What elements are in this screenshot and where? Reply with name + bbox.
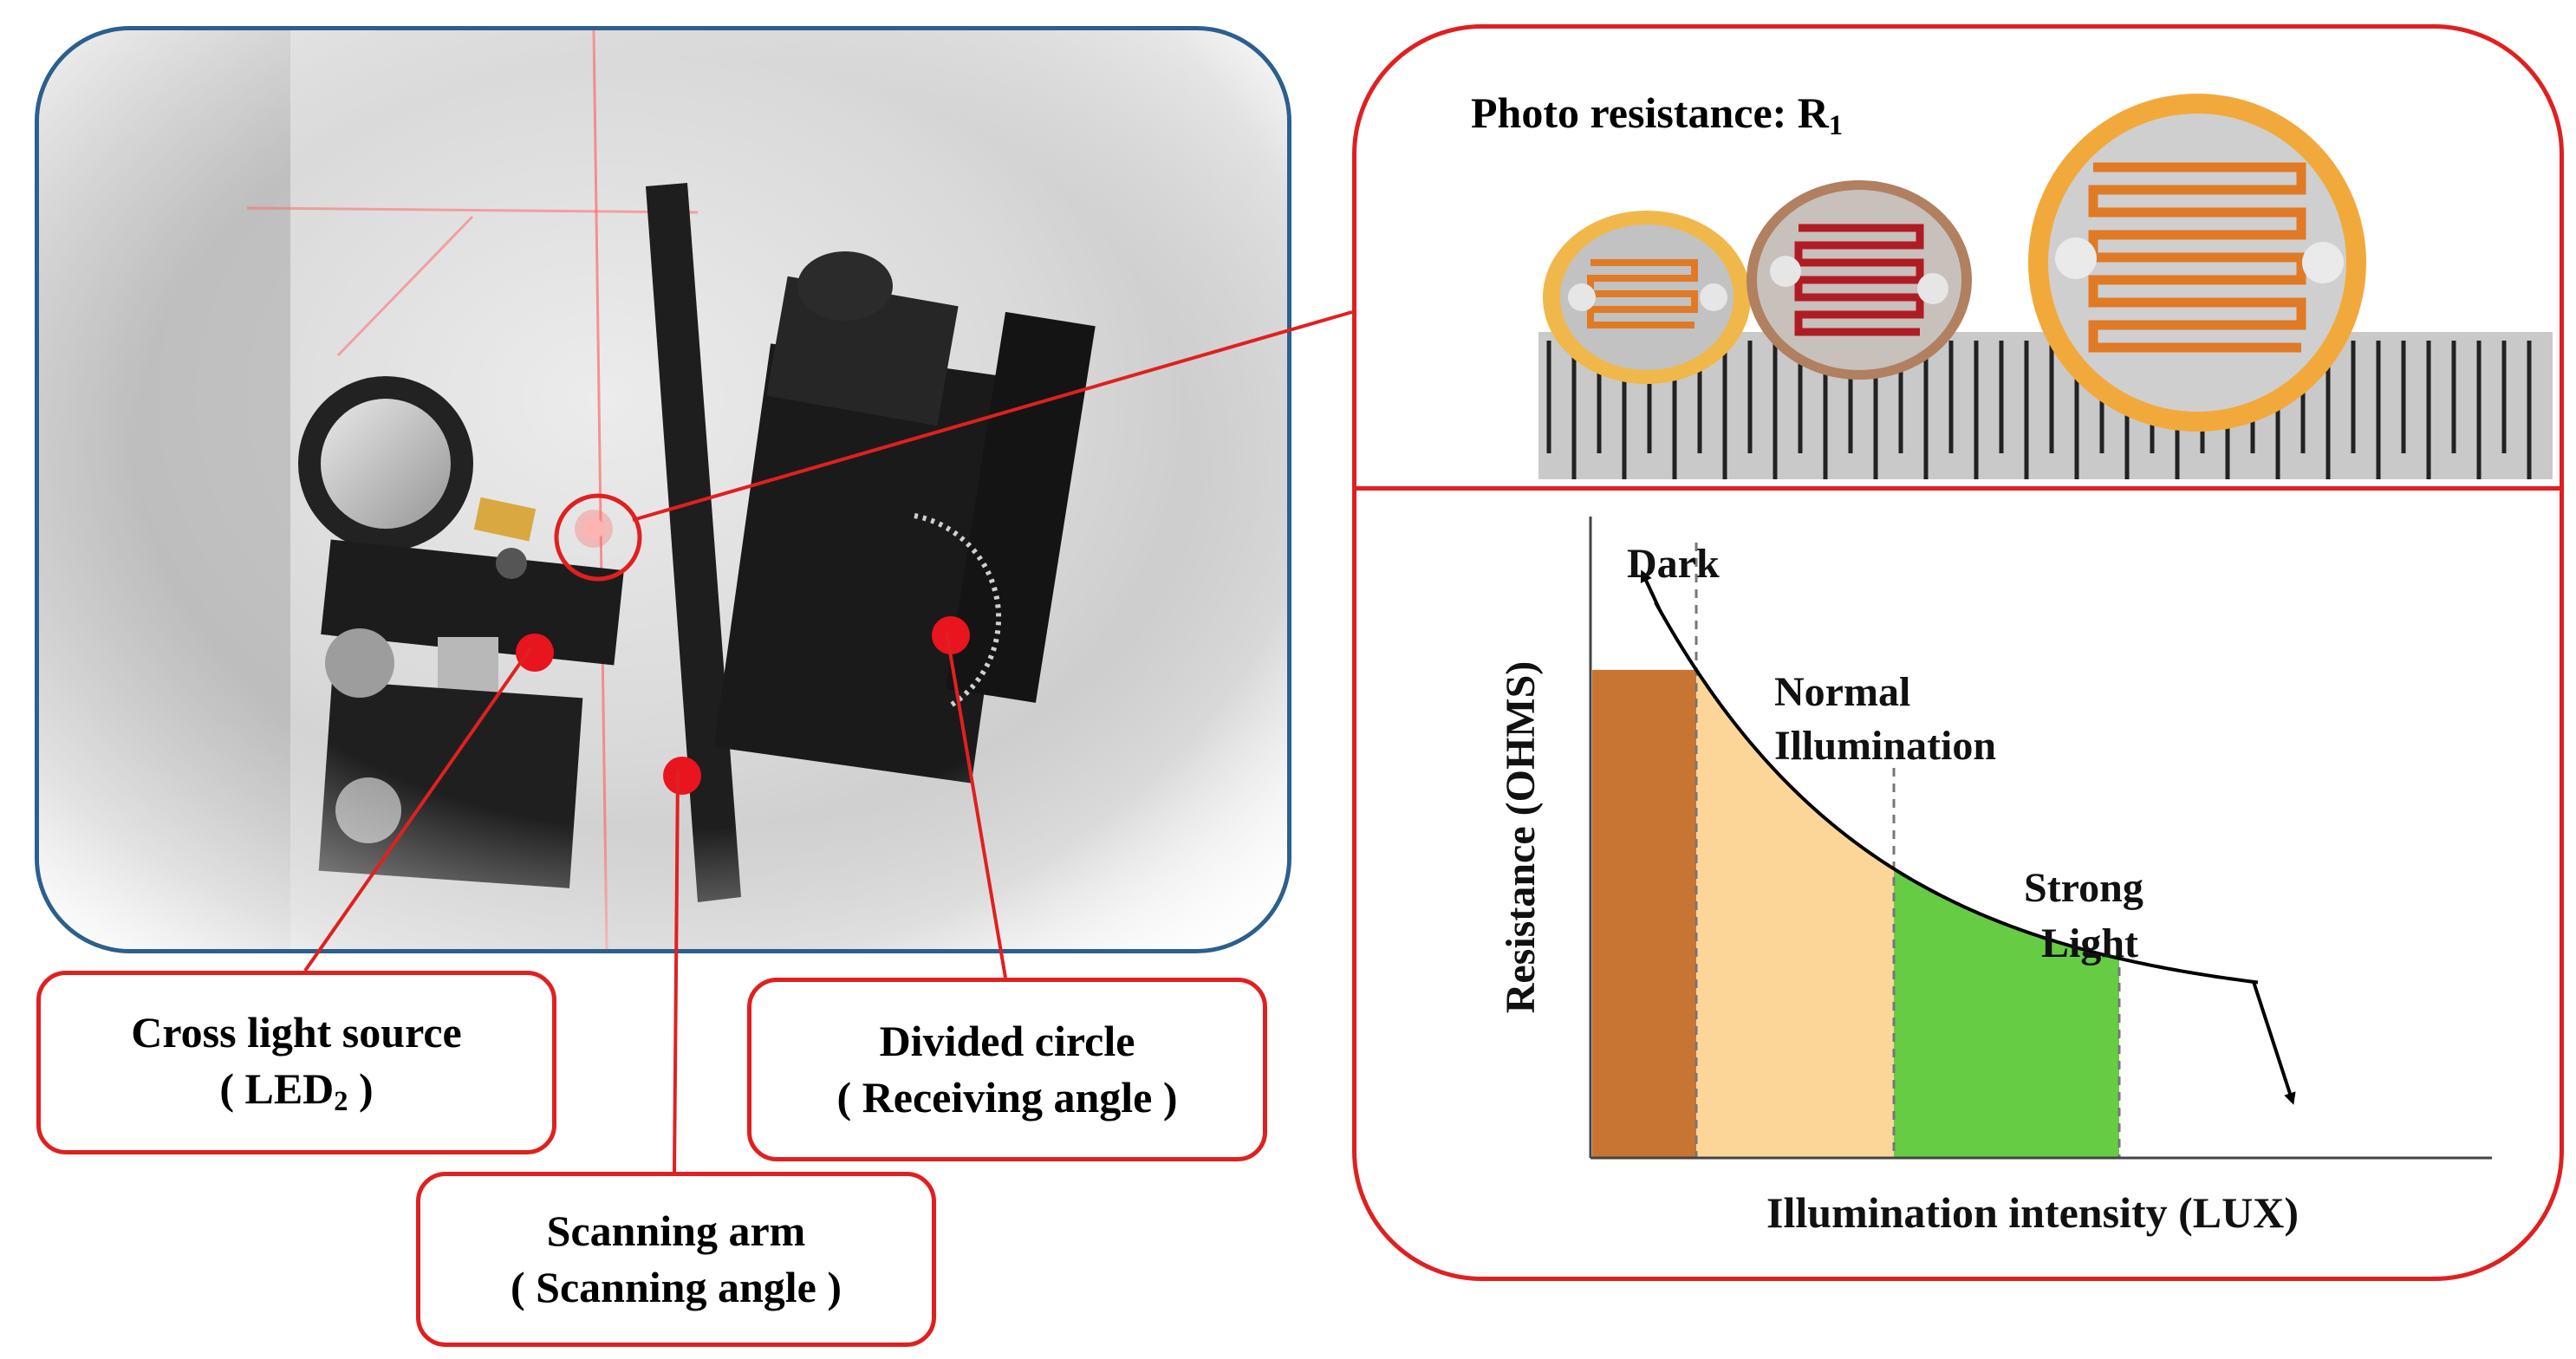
label-divided-circle: Divided circle ( Receiving angle ): [747, 978, 1267, 1161]
photoresistor-small: [1543, 211, 1751, 384]
label-scanning-arm-line2: ( Scanning angle ): [510, 1263, 842, 1311]
leader-light-source: [303, 647, 532, 972]
label-cross-light-line2: ( LED2 ): [219, 1064, 374, 1118]
region-label-strong-line2: Light: [2041, 920, 2138, 966]
photoresistors-photo: [1538, 94, 2553, 479]
x-axis-label: Illumination intensity (LUX): [1766, 1188, 2299, 1237]
leader-divided-circle: [945, 630, 1007, 979]
label-cross-light-source: Cross light source ( LED2 ): [36, 971, 556, 1154]
resistance-curve: [1654, 601, 2259, 985]
apparatus-photo: [39, 30, 1287, 949]
label-scanning-arm: Scanning arm ( Scanning angle ): [416, 1172, 936, 1347]
label-divided-circle-line2: ( Receiving angle ): [836, 1073, 1178, 1122]
curve-arrow-top: [1640, 569, 1662, 611]
photo-resistance-label: Photo resistance: R1: [1471, 88, 1844, 142]
curve-arrow-end: [2252, 981, 2296, 1105]
label-scanning-arm-line1: Scanning arm: [546, 1206, 806, 1255]
leader-zoom-line: [632, 310, 1353, 522]
resistance-chart: Dark Normal Illumination Strong Light Re…: [1498, 517, 2492, 1237]
panel-divider: [1356, 486, 2560, 491]
region-fill-normal: [1696, 669, 1894, 1158]
chart-regions: [1592, 669, 2119, 1158]
region-fill-dark: [1592, 669, 1696, 1158]
region-label-strong-line1: Strong: [2024, 865, 2143, 911]
y-axis-label: Resistance (OHMS): [1498, 661, 1544, 1014]
label-cross-light-line1: Cross light source: [131, 1008, 462, 1057]
photoresistor-large: [2028, 94, 2366, 432]
apparatus-photo-frame: [35, 26, 1291, 953]
leader-scanning-arm: [673, 771, 680, 1173]
region-label-normal-line2: Illumination: [1774, 723, 1996, 769]
label-divided-circle-line1: Divided circle: [879, 1017, 1135, 1065]
chart-region-dividers: [1695, 543, 2121, 1158]
detail-panel: Photo resistance: R1: [1352, 24, 2564, 1281]
region-label-normal-line1: Normal: [1774, 669, 1910, 715]
region-label-dark: Dark: [1627, 541, 1720, 587]
photo-vignette: [39, 30, 1287, 949]
photoresistor-medium: [1747, 180, 1972, 380]
region-fill-strong: [1894, 868, 2119, 1158]
